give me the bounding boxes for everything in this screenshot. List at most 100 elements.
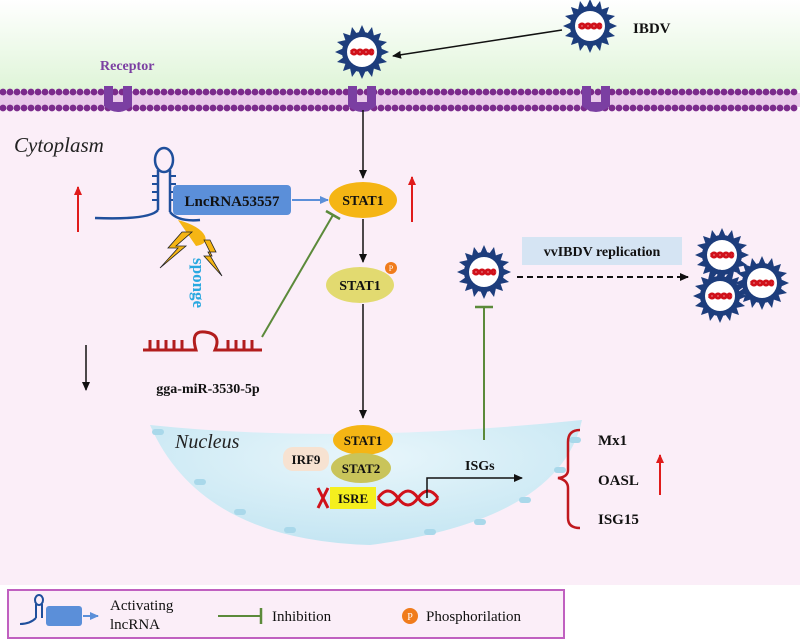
receptor-label: Receptor <box>100 59 154 74</box>
membrane-lipid-head <box>0 104 7 112</box>
isg-bracket <box>557 428 581 530</box>
stat1-protein <box>329 182 397 218</box>
membrane-lipid-head <box>272 88 280 96</box>
membrane-lipid-head <box>286 88 294 96</box>
legend-phospho-icon <box>402 608 418 624</box>
membrane-lipid-head <box>713 104 721 112</box>
membrane-lipid-head <box>622 88 630 96</box>
membrane-lipid-head <box>783 88 791 96</box>
membrane-lipid-head <box>433 104 441 112</box>
membrane-lipid-head <box>657 88 665 96</box>
membrane-lipid-head <box>20 104 28 112</box>
membrane-lipid-head <box>398 104 406 112</box>
membrane-lipid-head <box>167 88 175 96</box>
membrane-lipid-head <box>237 104 245 112</box>
membrane-lipid-head <box>300 104 308 112</box>
membrane-lipid-head <box>48 104 56 112</box>
membrane-lipid-head <box>377 88 385 96</box>
membrane-lipid-head <box>76 88 84 96</box>
membrane-lipid-head <box>293 88 301 96</box>
membrane-lipid-head <box>748 104 756 112</box>
lightning-icon <box>159 231 223 277</box>
membrane-lipid-head <box>83 88 91 96</box>
membrane-lipid-head <box>678 88 686 96</box>
mirna-inhibition-bar <box>325 209 341 221</box>
membrane-lipid-head <box>300 88 308 96</box>
membrane-lipid-head <box>405 104 413 112</box>
stat1-nuclear-protein <box>333 425 393 455</box>
membrane-lipid-head <box>692 104 700 112</box>
membrane-lipid-head <box>293 104 301 112</box>
membrane-lipid-head <box>342 104 350 112</box>
membrane-lipid-head <box>615 104 623 112</box>
membrane-lipid-head <box>97 88 105 96</box>
isre-box <box>330 487 376 509</box>
membrane-lipid-head <box>419 88 427 96</box>
membrane-lipid-head <box>216 88 224 96</box>
membrane-lipid-head <box>335 104 343 112</box>
mirna-inhibition-line <box>261 214 334 338</box>
membrane-lipid-head <box>650 88 658 96</box>
membrane-lipid-head <box>265 104 273 112</box>
membrane-lipid-head <box>755 88 763 96</box>
membrane-lipid-head <box>139 104 147 112</box>
membrane-lipid-head <box>762 104 770 112</box>
membrane-lipid-head <box>202 104 210 112</box>
legend-activating-label: Activating <box>110 598 174 614</box>
nuclear-pore <box>284 527 296 533</box>
progeny-virus-icon-2 <box>733 254 791 312</box>
membrane-lipid-head <box>307 88 315 96</box>
membrane-lipid-head <box>286 104 294 112</box>
membrane-lipid-head <box>244 88 252 96</box>
membrane-lipid-head <box>251 104 259 112</box>
phosphate-p-label: P <box>389 264 394 273</box>
legend-box <box>7 589 565 639</box>
membrane-lipid-head <box>552 104 560 112</box>
membrane-lipid-head <box>643 88 651 96</box>
membrane-lipid-head <box>41 88 49 96</box>
membrane-lipid-head <box>594 88 602 96</box>
membrane-lipid-head <box>174 104 182 112</box>
membrane-lipid-head <box>552 88 560 96</box>
membrane-lipid-head <box>69 104 77 112</box>
membrane-lipid-head <box>314 104 322 112</box>
stat1-nuclear-label: STAT1 <box>344 433 383 448</box>
membrane-lipid-head <box>482 88 490 96</box>
membrane-lipid-head <box>622 104 630 112</box>
membrane-lipid-head <box>671 88 679 96</box>
membrane-lipid-head <box>685 88 693 96</box>
lncrna-hairpin-icon <box>94 146 206 246</box>
membrane-lipid-head <box>531 88 539 96</box>
membrane-lipid-head <box>181 88 189 96</box>
ibdv-label: IBDV <box>633 21 671 37</box>
membrane-lipid-head <box>279 88 287 96</box>
membrane-lipid-head <box>328 104 336 112</box>
membrane-lipid-head <box>34 104 42 112</box>
cytoplasm-label: Cytoplasm <box>14 133 104 157</box>
nuclear-pore <box>554 467 566 473</box>
membrane-lipid-head <box>461 88 469 96</box>
membrane-lipid-head <box>720 88 728 96</box>
membrane-lipid-head <box>356 88 364 96</box>
legend-activating-icon <box>19 594 99 626</box>
membrane-lipid-head <box>503 88 511 96</box>
membrane-lipid-head <box>307 104 315 112</box>
membrane-lipid-head <box>727 88 735 96</box>
phosphate-icon <box>385 262 397 274</box>
membrane-lipid-head <box>55 104 63 112</box>
membrane-lipid-head <box>139 88 147 96</box>
bound-virus-icon <box>333 23 391 81</box>
membrane-lipid-head <box>328 88 336 96</box>
mx1-label: Mx1 <box>598 433 627 449</box>
membrane-lipid-head <box>783 104 791 112</box>
membrane-lipid-head <box>188 104 196 112</box>
membrane-lipid-head <box>636 88 644 96</box>
dna-helix-icon <box>316 487 440 509</box>
membrane-lipid-head <box>538 104 546 112</box>
membrane-lipid-head <box>748 88 756 96</box>
membrane-lipid-head <box>454 104 462 112</box>
membrane-lipid-head <box>706 104 714 112</box>
membrane-lipid-head <box>265 88 273 96</box>
membrane-lipid-head <box>279 104 287 112</box>
legend-lncrna-label: lncRNA <box>110 617 160 633</box>
